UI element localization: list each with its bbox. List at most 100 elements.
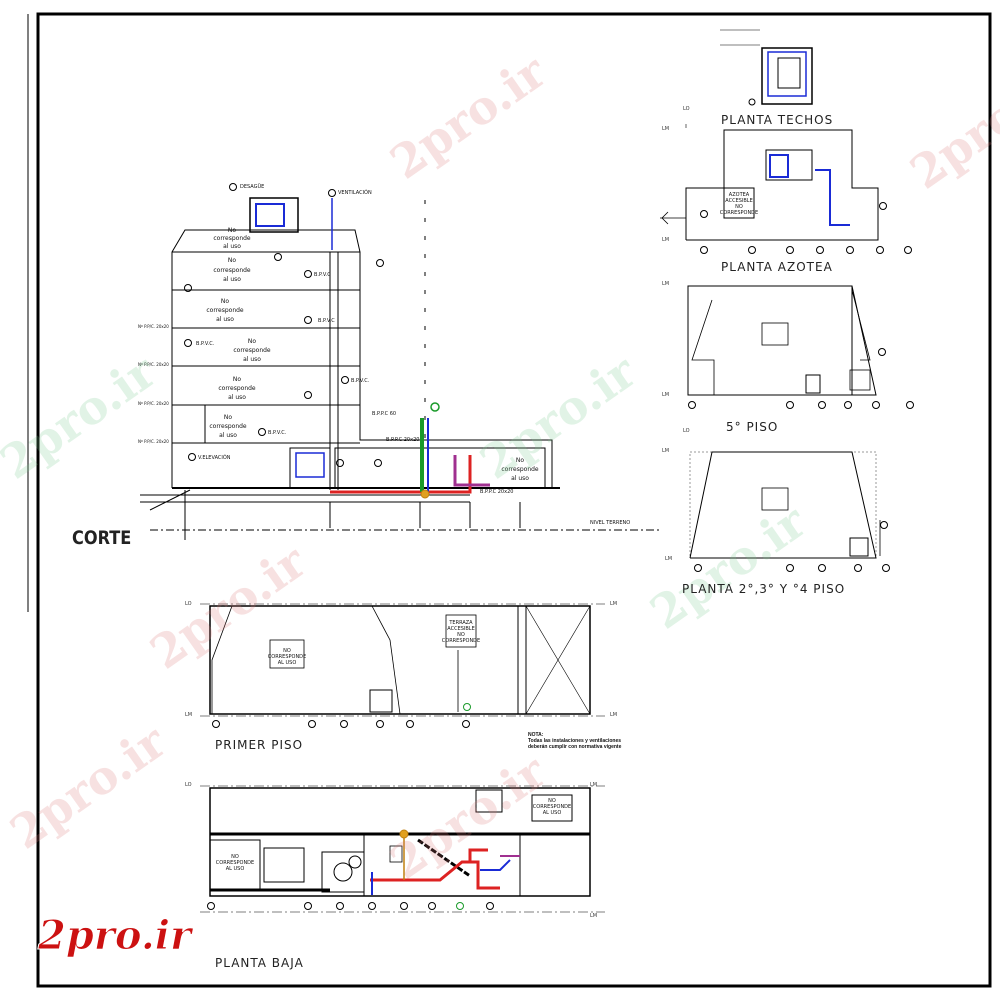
- svg-text:corresponde: corresponde: [501, 466, 539, 473]
- svg-text:al uso: al uso: [223, 243, 241, 250]
- svg-text:NO: NO: [457, 632, 465, 638]
- svg-text:NO: NO: [548, 798, 556, 804]
- title-corte: CORTE: [72, 527, 132, 549]
- svg-text:al uso: al uso: [223, 276, 241, 283]
- svg-text:DESAGÜE: DESAGÜE: [240, 183, 264, 190]
- svg-text:No: No: [248, 338, 256, 345]
- svg-text:LM: LM: [590, 913, 597, 919]
- svg-text:No: No: [228, 257, 236, 264]
- svg-text:LM: LM: [665, 556, 672, 562]
- title-planta-baja: PLANTA BAJA: [215, 956, 304, 970]
- svg-text:Nº P.P/C. 20x20: Nº P.P/C. 20x20: [138, 362, 169, 367]
- svg-text:al uso: al uso: [228, 394, 246, 401]
- note-block: NOTA: Todas las instalaciones y ventilac…: [528, 732, 628, 750]
- title-planta-azotea: PLANTA AZOTEA: [721, 260, 833, 274]
- svg-text:al uso: al uso: [511, 475, 529, 482]
- svg-text:AL USO: AL USO: [226, 866, 245, 872]
- svg-text:CORRESPONDE: CORRESPONDE: [533, 804, 571, 810]
- svg-text:NO: NO: [735, 204, 743, 210]
- svg-text:LM: LM: [590, 782, 597, 788]
- svg-text:AL USO: AL USO: [543, 810, 562, 816]
- svg-text:corresponde: corresponde: [218, 385, 256, 392]
- planta-234: [689, 451, 881, 559]
- planta-azotea: [660, 124, 879, 241]
- corte-section: [140, 183, 660, 540]
- svg-text:No: No: [221, 298, 229, 305]
- planta-baja-markers: [207, 902, 494, 910]
- svg-text:LM: LM: [662, 448, 669, 454]
- svg-text:CORRESPONDE: CORRESPONDE: [268, 654, 306, 660]
- svg-text:B.P.V.C.: B.P.V.C.: [196, 341, 215, 347]
- svg-text:corresponde: corresponde: [233, 347, 271, 354]
- svg-text:LO: LO: [185, 782, 192, 788]
- brand-logo: 2pro.ir: [37, 912, 192, 960]
- title-primer-piso: PRIMER PISO: [215, 738, 304, 752]
- note-heading: NOTA:: [528, 732, 544, 738]
- svg-text:B.P.V.C: B.P.V.C: [318, 318, 335, 324]
- title-quinto-piso: 5° PISO: [726, 420, 779, 434]
- svg-text:ACCESIBLE: ACCESIBLE: [725, 198, 753, 204]
- svg-text:VENTILACIÓN: VENTILACIÓN: [338, 189, 372, 196]
- title-planta-234: PLANTA 2°,3° Y °4 PISO: [682, 582, 846, 596]
- svg-text:CORRESPONDE: CORRESPONDE: [216, 860, 254, 866]
- svg-text:LM: LM: [662, 237, 669, 243]
- planta-baja: [200, 785, 605, 913]
- svg-text:NIVEL TERRENO: NIVEL TERRENO: [590, 520, 630, 526]
- svg-text:Nº P.P/C. 20x20: Nº P.P/C. 20x20: [138, 439, 169, 444]
- svg-text:LM: LM: [610, 712, 617, 718]
- svg-text:ACCESIBLE: ACCESIBLE: [447, 626, 475, 632]
- svg-text:corresponde: corresponde: [213, 235, 251, 242]
- corte-text: DESAGÜE VENTILACIÓN B.P.V.C B.P.V.C B.P.V.…: [138, 183, 630, 526]
- planta-primer-piso: [200, 603, 605, 717]
- svg-text:CORRESPONDE: CORRESPONDE: [720, 210, 758, 216]
- svg-text:No: No: [516, 457, 524, 464]
- svg-text:LM: LM: [610, 601, 617, 607]
- svg-text:NO: NO: [283, 648, 291, 654]
- svg-text:LM: LM: [662, 126, 669, 132]
- planta-quinto: [687, 285, 877, 396]
- sheet-frame: [36, 12, 992, 988]
- quinto-markers: [688, 348, 914, 409]
- svg-text:Nº P.P/C. 20x20: Nº P.P/C. 20x20: [138, 401, 169, 406]
- svg-text:LM: LM: [662, 281, 669, 287]
- svg-text:Nº P.P/C. 20x20: Nº P.P/C. 20x20: [138, 324, 169, 329]
- svg-text:No: No: [233, 376, 241, 383]
- planta-234-markers: [694, 521, 890, 572]
- note-body: Todas las instalaciones y ventilaciones …: [528, 738, 622, 750]
- svg-text:B.P.P.C 20x20: B.P.P.C 20x20: [386, 437, 419, 443]
- svg-text:TERRAZA: TERRAZA: [448, 620, 473, 626]
- svg-text:B.P.V.C: B.P.V.C: [314, 272, 331, 278]
- svg-text:B.P.V.C.: B.P.V.C.: [268, 430, 287, 436]
- svg-text:B.P.V.C.: B.P.V.C.: [351, 378, 370, 384]
- svg-text:NO: NO: [231, 854, 239, 860]
- svg-text:B.P.P.C 20x20: B.P.P.C 20x20: [480, 489, 513, 495]
- svg-text:LM: LM: [662, 392, 669, 398]
- svg-text:AZOTEA: AZOTEA: [729, 192, 750, 198]
- svg-text:LO: LO: [683, 106, 690, 112]
- azotea-markers: [700, 202, 912, 254]
- svg-text:CORRESPONDE: CORRESPONDE: [442, 638, 480, 644]
- planta-techos: [720, 29, 813, 106]
- svg-text:corresponde: corresponde: [213, 267, 251, 274]
- svg-text:corresponde: corresponde: [209, 423, 247, 430]
- svg-text:LO: LO: [683, 428, 690, 434]
- svg-text:al uso: al uso: [243, 356, 261, 363]
- svg-text:LM: LM: [185, 712, 192, 718]
- svg-text:B.P.P.C 60: B.P.P.C 60: [372, 411, 396, 417]
- svg-text:al uso: al uso: [216, 316, 234, 323]
- svg-text:V.ELEVACIÓN: V.ELEVACIÓN: [198, 454, 231, 461]
- svg-text:No: No: [228, 227, 236, 234]
- svg-text:AL USO: AL USO: [278, 660, 297, 666]
- svg-text:No: No: [224, 414, 232, 421]
- primer-piso-markers: [212, 703, 471, 728]
- title-planta-techos: PLANTA TECHOS: [721, 113, 834, 127]
- side-marks: LO LM LM LM LM LO LM LM LO LM LM LM LO LM LM: [185, 106, 690, 919]
- svg-text:LO: LO: [185, 601, 192, 607]
- svg-text:corresponde: corresponde: [206, 307, 244, 314]
- svg-text:al uso: al uso: [219, 432, 237, 439]
